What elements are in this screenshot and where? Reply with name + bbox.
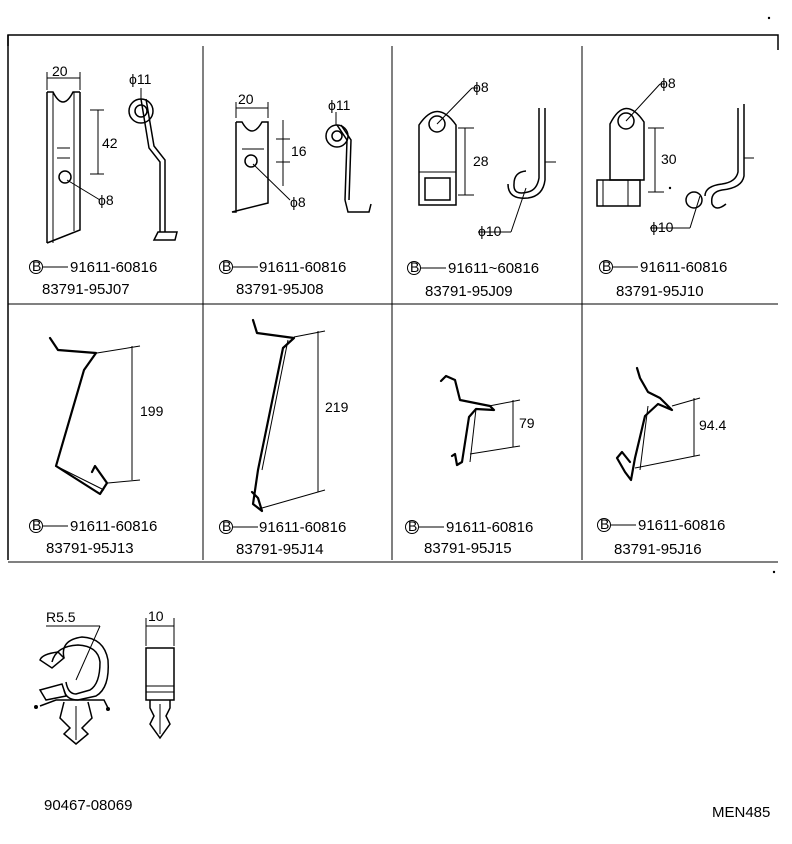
bolt-marker-letter: B [32, 517, 41, 533]
j10-phi10-dim: ϕ10 [650, 219, 674, 235]
j09-phi10-dim: ϕ10 [478, 223, 502, 239]
wire-j16-drawing [615, 366, 701, 482]
bolt-marker-icon [597, 518, 611, 532]
wire-j15-drawing [439, 374, 521, 467]
clamp-width-dim: 10 [148, 608, 164, 624]
j07-width-dim: 20 [52, 63, 68, 79]
part-no-j09: 83791-95J09 [425, 283, 513, 300]
bolt-marker-letter: B [32, 258, 41, 274]
part-no-j07: 83791-95J07 [42, 281, 130, 298]
clamp-drawing [34, 618, 175, 745]
bracket-j09-drawing [418, 87, 556, 233]
bolt-ref-j15: 91611-60816 [446, 519, 533, 536]
bolt-marker-icon [29, 519, 43, 533]
bolt-marker-letter: B [600, 516, 609, 532]
panel-j09-labels: B 91611~60816 83791-95J09 [407, 259, 539, 300]
diagram-id: MEN485 [712, 804, 770, 821]
part-no-j15: 83791-95J15 [424, 540, 512, 557]
j10-phi8-dim: ϕ8 [660, 75, 676, 91]
j16-length-dim: 94.4 [699, 417, 726, 433]
j09-phi8-dim: ϕ8 [473, 79, 489, 95]
part-no-j10: 83791-95J10 [616, 283, 704, 300]
j07-phi8-dim: ϕ8 [98, 192, 114, 208]
j15-length-dim: 79 [519, 415, 535, 431]
bolt-ref-j16: 91611-60816 [638, 517, 725, 534]
bolt-ref-j09: 91611~60816 [448, 260, 539, 277]
j08-phi8-dim: ϕ8 [290, 194, 306, 210]
bolt-marker-letter: B [222, 258, 231, 274]
wire-j14-drawing [250, 318, 326, 513]
j10-height-dim: 30 [661, 151, 677, 167]
bolt-marker-letter: B [222, 518, 231, 534]
bolt-ref-j07: 91611-60816 [70, 259, 157, 276]
j09-height-dim: 28 [473, 153, 489, 169]
frame [7, 16, 779, 574]
bolt-marker-icon [405, 520, 419, 534]
j08-width-dim: 20 [238, 91, 254, 107]
j08-height-dim: 16 [291, 143, 307, 159]
bolt-marker-letter: B [410, 259, 419, 275]
bolt-ref-j08: 91611-60816 [259, 259, 346, 276]
panel-j07-labels: B 91611-60816 83791-95J07 [29, 258, 157, 298]
panel-j15-labels: B 91611-60816 83791-95J15 [405, 518, 533, 557]
bolt-marker-icon [219, 520, 233, 534]
bracket-j08-drawing [231, 102, 372, 213]
bracket-j07-drawing [46, 72, 178, 244]
j07-phi11-dim: ϕ11 [129, 71, 152, 87]
j14-length-dim: 219 [325, 399, 349, 415]
part-no-j08: 83791-95J08 [236, 281, 324, 298]
bolt-marker-icon [29, 260, 43, 274]
part-no-j13: 83791-95J13 [46, 540, 134, 557]
part-no-j14: 83791-95J14 [236, 541, 324, 558]
bolt-marker-icon [219, 260, 233, 274]
bolt-ref-j13: 91611-60816 [70, 518, 157, 535]
bolt-ref-j10: 91611-60816 [640, 259, 727, 276]
bolt-marker-icon [599, 260, 613, 274]
panel-j14-labels: B 91611-60816 83791-95J14 [219, 518, 346, 558]
j13-length-dim: 199 [140, 403, 164, 419]
bolt-ref-j14: 91611-60816 [259, 519, 346, 536]
wire-j13-drawing [48, 336, 141, 496]
panel-j10-labels: B 91611-60816 83791-95J10 [599, 258, 727, 300]
clamp-part-no: 90467-08069 [44, 797, 132, 814]
clamp-radius-dim: R5.5 [46, 609, 76, 625]
bolt-marker-letter: B [408, 518, 417, 534]
panel-j16-labels: B 91611-60816 83791-95J16 [597, 516, 725, 558]
j08-phi11-dim: ϕ11 [328, 97, 351, 113]
bolt-marker-letter: B [602, 258, 611, 274]
part-no-j16: 83791-95J16 [614, 541, 702, 558]
j07-height-dim: 42 [102, 135, 118, 151]
panel-j08-labels: B 91611-60816 83791-95J08 [219, 258, 346, 298]
panel-j13-labels: B 91611-60816 83791-95J13 [29, 517, 157, 557]
bolt-marker-icon [407, 261, 421, 275]
bracket-j10-drawing [596, 83, 754, 229]
